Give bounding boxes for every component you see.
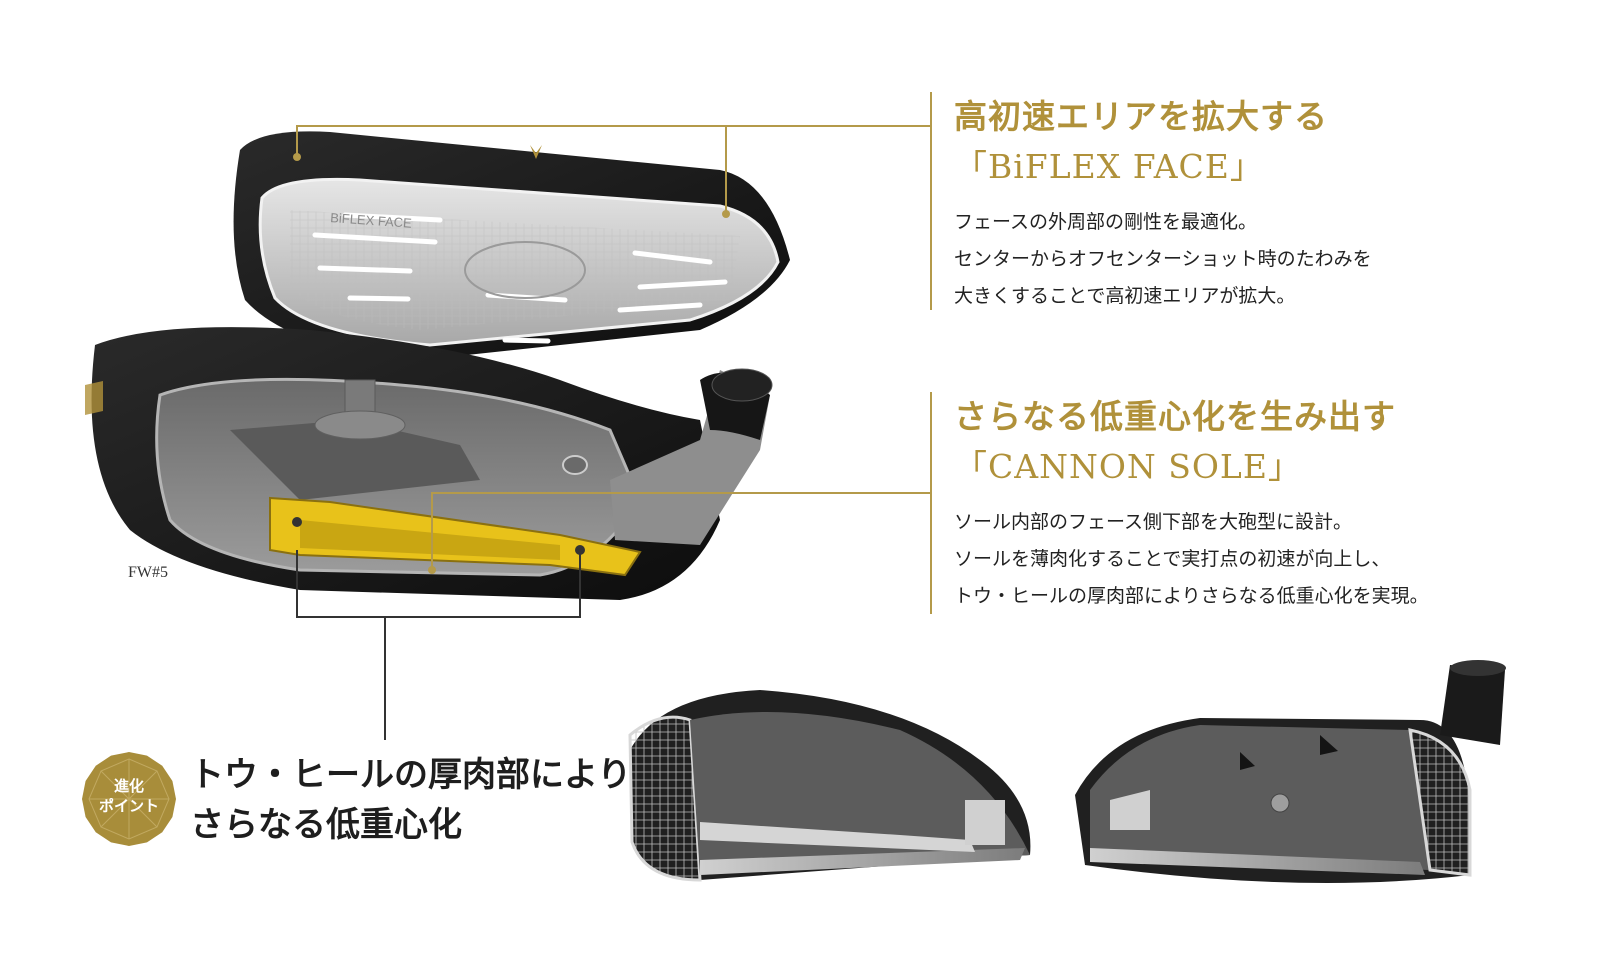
feature-description-line: トウ・ヒールの厚肉部によりさらなる低重心化を実現。 xyxy=(954,585,1429,607)
callout-lines xyxy=(296,125,930,570)
badge-line-2: ポイント xyxy=(98,797,159,815)
feature-cannon-sole: さらなる低重心化を生み出す 「CANNON SOLE」 ソール内部のフェース側下… xyxy=(930,392,1429,614)
cannon-sole-part xyxy=(85,327,773,600)
feature-subtitle: 「CANNON SOLE」 xyxy=(954,447,1302,486)
biflex-face-part: BiFLEX FACE xyxy=(233,131,791,360)
evolution-point-badge-shape xyxy=(82,752,176,846)
badge-line-1: 進化 xyxy=(113,777,144,795)
model-label: FW#5 xyxy=(128,564,168,581)
feature-description-line: センターからオフセンターショット時のたわみを xyxy=(954,248,1372,270)
feature-subtitle: 「BiFLEX FACE」 xyxy=(954,147,1264,186)
cross-section-left xyxy=(628,690,1031,882)
feature-description-line: 大きくすることで高初速エリアが拡大。 xyxy=(954,285,1296,307)
feature-description-line: ソール内部のフェース側下部を大砲型に設計。 xyxy=(954,511,1353,533)
feature-title: 高初速エリアを拡大する xyxy=(954,97,1328,136)
cross-section-right xyxy=(1075,660,1506,883)
feature-title: さらなる低重心化を生み出す xyxy=(954,397,1396,436)
evolution-headline: トウ・ヒールの厚肉部により さらなる低重心化 xyxy=(190,750,631,850)
feature-description-line: ソールを薄肉化することで実打点の初速が向上し、 xyxy=(954,548,1391,570)
feature-biflex-face: 高初速エリアを拡大する 「BiFLEX FACE」 フェースの外周部の剛性を最適… xyxy=(930,92,1372,310)
evolution-point-badge: 進化 ポイント xyxy=(82,752,176,846)
headline-line-2: さらなる低重心化 xyxy=(190,805,462,845)
headline-line-1: トウ・ヒールの厚肉部により xyxy=(190,755,632,795)
headline-connector xyxy=(296,550,581,740)
face-marking: BiFLEX FACE xyxy=(330,210,413,231)
feature-description-line: フェースの外周部の剛性を最適化。 xyxy=(954,211,1258,233)
